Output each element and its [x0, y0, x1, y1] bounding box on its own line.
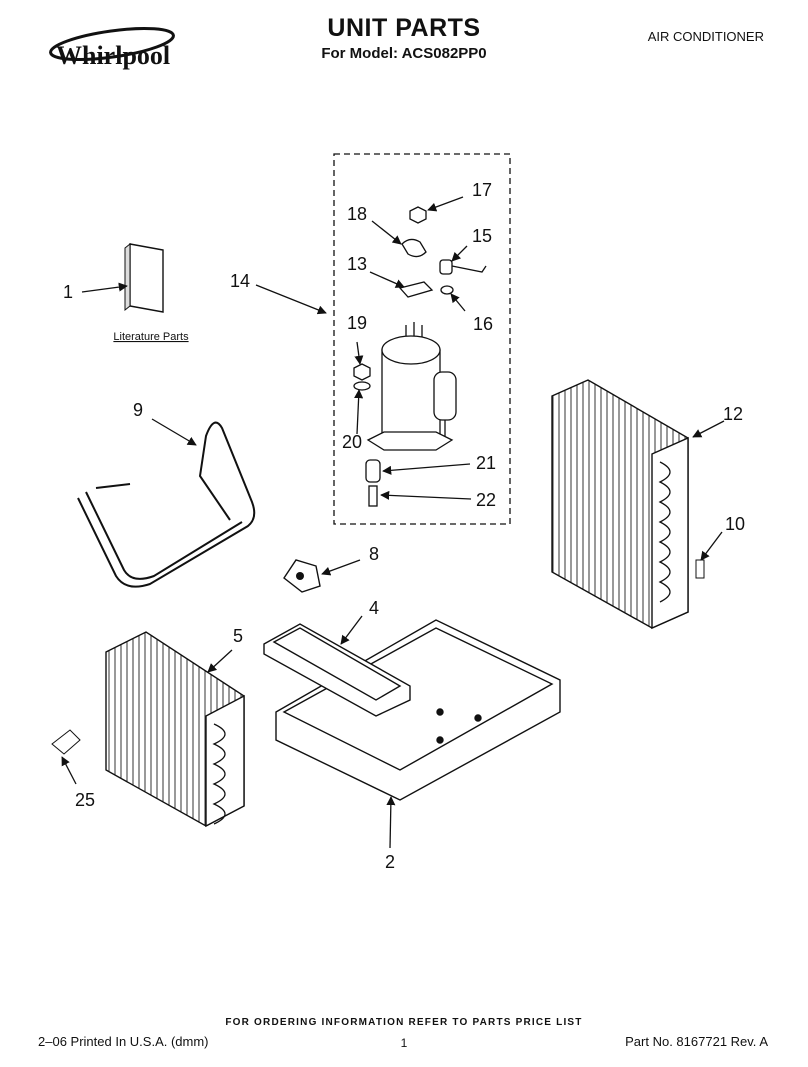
callout-25: 25: [75, 790, 95, 810]
part-number: Part No. 8167721 Rev. A: [625, 1034, 768, 1049]
callout-2: 2: [385, 852, 395, 872]
callout-13: 13: [347, 254, 367, 274]
callout-20: 20: [342, 432, 362, 452]
callout-19: 19: [347, 313, 367, 333]
callout-18: 18: [347, 204, 367, 224]
base-pan: [275, 619, 561, 801]
compressor-group-box: [333, 153, 511, 525]
callout-22: 22: [476, 490, 496, 510]
callout-1: 1: [63, 282, 73, 302]
callout-10: 10: [725, 514, 745, 534]
callout-9: 9: [133, 400, 143, 420]
model-subtitle: For Model: ACS082PP0: [321, 45, 487, 62]
compressor-assembly: [353, 206, 487, 507]
callout-17: 17: [472, 180, 492, 200]
callout-21: 21: [476, 453, 496, 473]
callout-15: 15: [472, 226, 492, 246]
whirlpool-logo: Whirlpool: [49, 27, 175, 70]
literature-booklet: [124, 242, 164, 313]
callout-arrows: [61, 196, 725, 849]
page-title: UNIT PARTS: [327, 14, 481, 42]
handle-bracket: [77, 421, 256, 588]
callout-5: 5: [233, 626, 243, 646]
callout-4: 4: [369, 598, 379, 618]
callout-8: 8: [369, 544, 379, 564]
condenser-coil: [551, 379, 705, 630]
page-number: 1: [400, 1036, 408, 1050]
drain-channel: [263, 623, 411, 717]
literature-label: Literature Parts: [113, 331, 189, 343]
evaporator-coil: [51, 631, 245, 828]
ordering-note: FOR ORDERING INFORMATION REFER TO PARTS …: [225, 1017, 583, 1028]
callout-12: 12: [723, 404, 743, 424]
print-info: 2–06 Printed In U.S.A. (dmm): [38, 1034, 209, 1049]
mounting-block: [283, 559, 321, 593]
callout-14: 14: [230, 271, 250, 291]
category-label: AIR CONDITIONER: [647, 29, 764, 44]
svg-text:Whirlpool: Whirlpool: [56, 41, 170, 70]
callout-16: 16: [473, 314, 493, 334]
